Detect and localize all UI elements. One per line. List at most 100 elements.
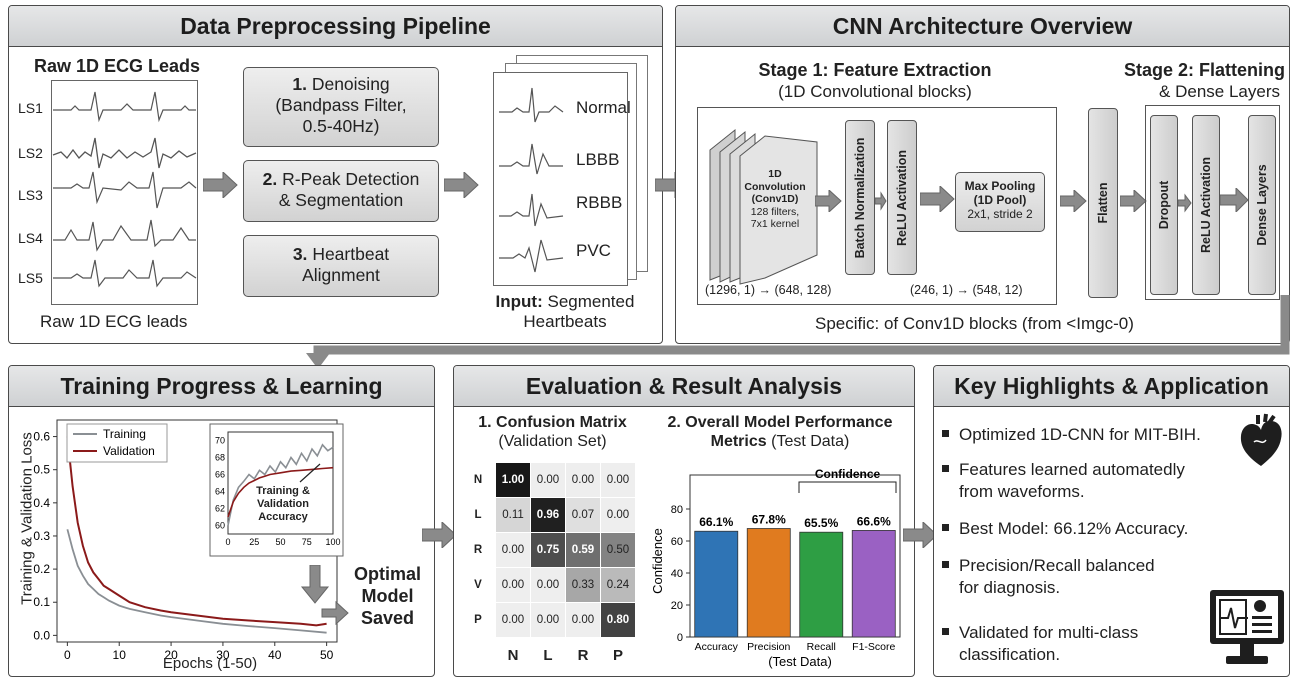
loss-ylabel: Training & Validation Loss	[18, 432, 36, 605]
preprocessing-title: Data Preprocessing Pipeline	[9, 6, 662, 47]
cm-cell: 0.59	[565, 532, 601, 568]
y-tick-label: 0.0	[33, 628, 50, 642]
highlight-text: for diagnosis.	[959, 578, 1061, 597]
architecture-title: CNN Architecture Overview	[676, 6, 1289, 47]
flow-arrow	[1060, 190, 1087, 212]
lead-label: LS5	[18, 270, 43, 286]
cm-cell: 0.00	[495, 602, 531, 638]
shape-label: (246, 1) → (548, 12)	[910, 283, 1023, 297]
cm-cell: 0.00	[530, 462, 566, 498]
optimal-arrow	[300, 565, 349, 625]
pool-sub: (1D Pool)	[973, 193, 1027, 207]
flatten-block: Flatten	[1088, 108, 1118, 298]
raw-ecg-title: Raw 1D ECG Leads	[34, 56, 201, 76]
inset-x-tick-label: 0	[225, 537, 230, 547]
cm-cell: 0.00	[565, 602, 601, 638]
legend-label: Training	[103, 427, 146, 441]
relu2-block: ReLU Activation	[1192, 115, 1220, 295]
cm-cell: 0.00	[530, 602, 566, 638]
flow-arrow	[903, 522, 938, 548]
legend-box	[66, 423, 168, 463]
highlights-title: Key Highlights & Application	[934, 366, 1289, 407]
raw-ecg-caption: Raw 1D ECG leads	[40, 312, 188, 331]
series-line-validation	[66, 436, 327, 627]
cm-row-label: V	[460, 567, 496, 603]
raw-ecg-box	[51, 80, 198, 305]
bar-category-label: Recall	[807, 641, 836, 653]
dropout-block: Dropout	[1150, 115, 1178, 295]
step-number: 2.	[262, 169, 278, 189]
inset-frame	[227, 431, 334, 535]
lead-label: LS1	[18, 100, 43, 116]
raw-ecg-traces	[52, 91, 197, 288]
cm-cell: 0.96	[530, 497, 566, 533]
flow-arrow	[444, 172, 479, 198]
training-title: Training Progress & Learning	[9, 366, 434, 407]
conv-label-4: 128 filters,	[750, 205, 800, 218]
stage2-title: Stage 2: Flattening	[1123, 60, 1285, 80]
relu2-label: ReLU Activation	[1199, 156, 1213, 254]
step-text: & Segmentation	[278, 190, 404, 210]
heart-icon	[1240, 413, 1282, 466]
cm-row: N 1.00 0.00 0.00 0.00	[460, 462, 636, 498]
cm-cell: 0.50	[600, 532, 636, 568]
x-tick-label: 20	[164, 648, 178, 662]
loss-xlabel: Epochs (1-50)	[162, 655, 258, 672]
cm-subtitle: (Validation Set)	[498, 433, 607, 450]
class-label: LBBB	[576, 150, 620, 169]
cm-cell: 0.00	[495, 532, 531, 568]
cm-cell: 0.07	[565, 497, 601, 533]
inset-y-tick-label: 66	[215, 470, 225, 480]
flow-arrow	[1178, 193, 1192, 213]
conv-label-1: 1D	[768, 168, 782, 180]
inset-y-tick-label: 64	[215, 487, 225, 497]
flow-arrow	[815, 190, 842, 212]
conv-block-label: 1D Convolution (Conv1D) 128 filters, 7x1…	[735, 168, 815, 231]
beat-traces	[499, 87, 564, 273]
shape-label: (1296, 1) → (648, 128)	[705, 283, 832, 297]
cm-row-label: R	[460, 532, 496, 568]
relu-label: ReLU Activation	[895, 149, 909, 246]
highlight-item: Best Model: 66.12% Accuracy.	[942, 518, 1188, 540]
cm-row-label: N	[460, 462, 496, 498]
optimal-l2: Model	[361, 586, 414, 606]
step-alignment: 3. Heartbeat Alignment	[243, 235, 439, 297]
highlight-text: Precision/Recall balanced	[959, 556, 1155, 575]
monitor-icon	[1210, 590, 1284, 664]
batchnorm-label: Batch Normalization	[853, 137, 867, 258]
dense-label: Dense Layers	[1255, 164, 1269, 246]
highlight-text: Optimized 1D-CNN for MIT-BIH.	[959, 425, 1201, 444]
conv-label-3: (Conv1D)	[751, 193, 799, 205]
bar	[694, 530, 739, 638]
flow-arrow	[1220, 188, 1249, 212]
cm-col-label: P	[600, 637, 636, 673]
bar-category-label: Accuracy	[695, 641, 739, 653]
inset-series-line-validation	[227, 466, 334, 518]
y-tick-label: 0.2	[33, 562, 50, 576]
perf-subtitle: Metrics (Test Data)	[650, 433, 910, 451]
y-tick-label: 80	[671, 504, 683, 516]
flow-arrow	[1120, 190, 1147, 212]
step-text: Heartbeat	[312, 244, 390, 264]
inset-annotation: Accuracy	[258, 511, 308, 523]
bar-category-label: F1-Score	[852, 641, 895, 653]
y-tick-label: 0.4	[33, 496, 50, 510]
highlight-text: Validated for multi-class	[959, 623, 1139, 642]
bar-xlabel: (Test Data)	[768, 654, 832, 669]
y-tick-label: 60	[671, 536, 683, 548]
cm-row: L 0.11 0.96 0.07 0.00	[460, 497, 636, 533]
legend-label: Validation	[103, 444, 155, 458]
cm-col-label: N	[495, 637, 531, 673]
cm-cell: 0.11	[495, 497, 531, 533]
bar-ylabel: Confidence	[650, 528, 665, 594]
beat-card-front	[493, 72, 628, 286]
cm-col-label: R	[565, 637, 601, 673]
dropout-label: Dropout	[1157, 180, 1171, 230]
connector-arrow	[306, 295, 1290, 369]
evaluation-title: Evaluation & Result Analysis	[454, 366, 914, 407]
pool-detail: 2x1, stride 2	[967, 207, 1033, 221]
y-tick-label: 40	[671, 568, 683, 580]
cm-col-label: L	[530, 637, 566, 673]
cm-cell: 0.24	[600, 567, 636, 603]
